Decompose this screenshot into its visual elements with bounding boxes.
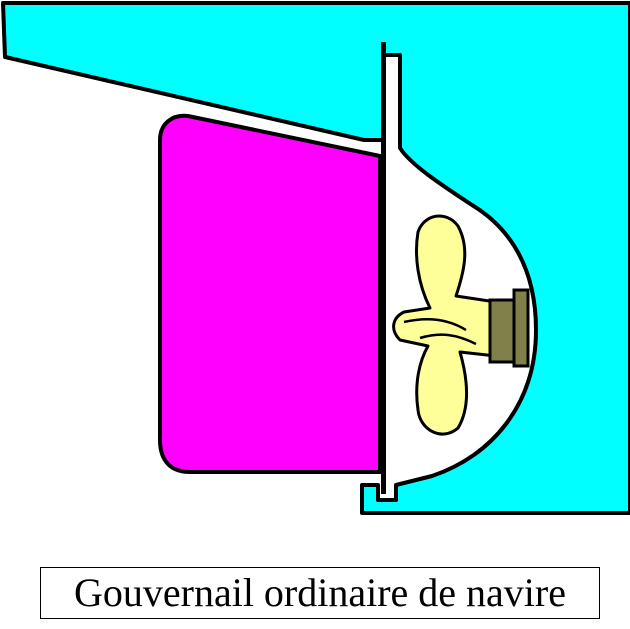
caption-box: Gouvernail ordinaire de navire: [40, 567, 600, 619]
propeller-hub-icon: [488, 298, 518, 364]
propeller-blade-line: [403, 317, 467, 332]
rudder-stock-icon: [381, 42, 386, 494]
shaft-boss-icon: [512, 288, 530, 368]
caption-text: Gouvernail ordinaire de navire: [73, 570, 566, 615]
hull-icon: [1, 1, 630, 515]
rudder-blade-icon: [158, 113, 382, 474]
propeller-icon: [392, 214, 498, 436]
propeller-blade-line: [419, 333, 477, 346]
